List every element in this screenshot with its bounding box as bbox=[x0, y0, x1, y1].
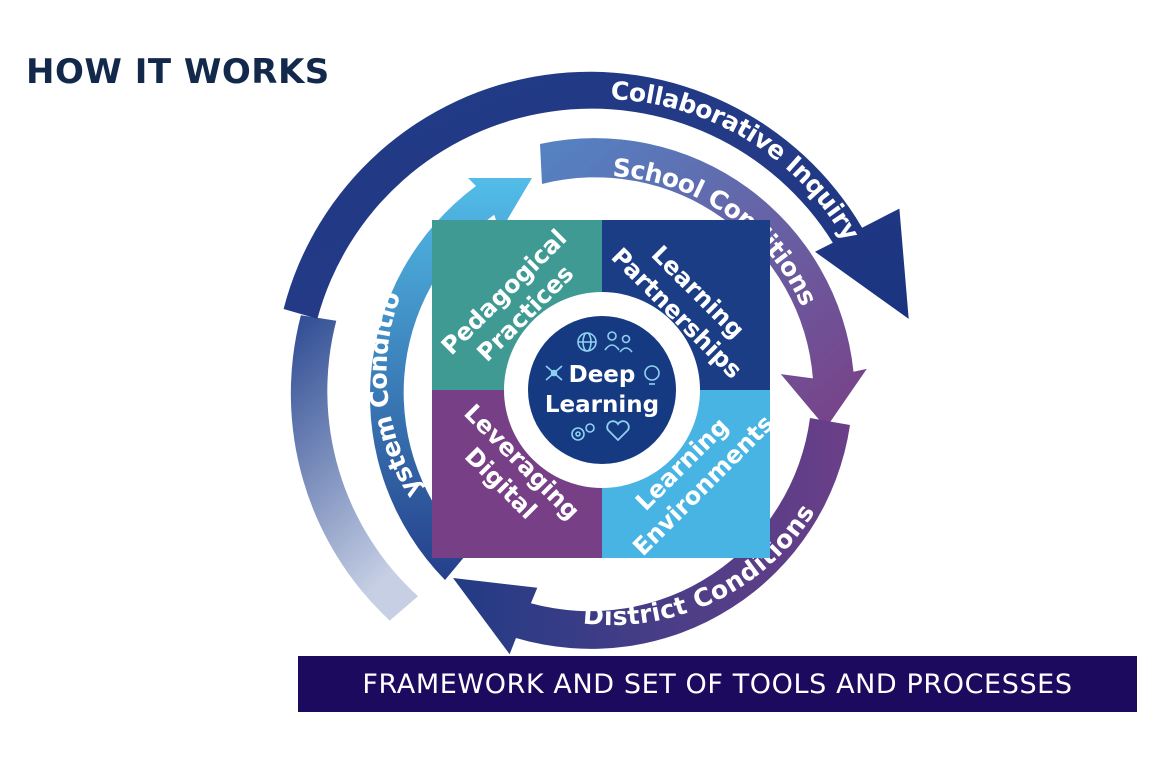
district-conditions-arc bbox=[453, 418, 850, 655]
lightbulb-icon bbox=[644, 365, 660, 385]
system-conditions-label: System Conditions bbox=[0, 0, 427, 503]
people-icon bbox=[604, 331, 633, 353]
gears-icon bbox=[571, 423, 595, 441]
collaborative-inquiry-arc bbox=[283, 71, 909, 319]
outer-ring-fade bbox=[290, 315, 418, 621]
school-conditions-arc bbox=[540, 138, 867, 429]
center-label-line-1: Deep bbox=[569, 362, 636, 388]
inner-cycle-arrows bbox=[537, 318, 667, 462]
globe-icon bbox=[577, 332, 597, 352]
framework-banner: FRAMEWORK AND SET OF TOOLS AND PROCESSES bbox=[298, 656, 1137, 712]
center-label-line-2: Learning bbox=[545, 392, 659, 418]
heart-icon bbox=[606, 420, 630, 442]
framework-banner-text: FRAMEWORK AND SET OF TOOLS AND PROCESSES bbox=[362, 668, 1073, 700]
network-icon bbox=[545, 365, 563, 381]
system-conditions-arc bbox=[370, 178, 532, 580]
deep-learning-center bbox=[528, 316, 676, 464]
page-title: HOW IT WORKS bbox=[26, 52, 330, 92]
